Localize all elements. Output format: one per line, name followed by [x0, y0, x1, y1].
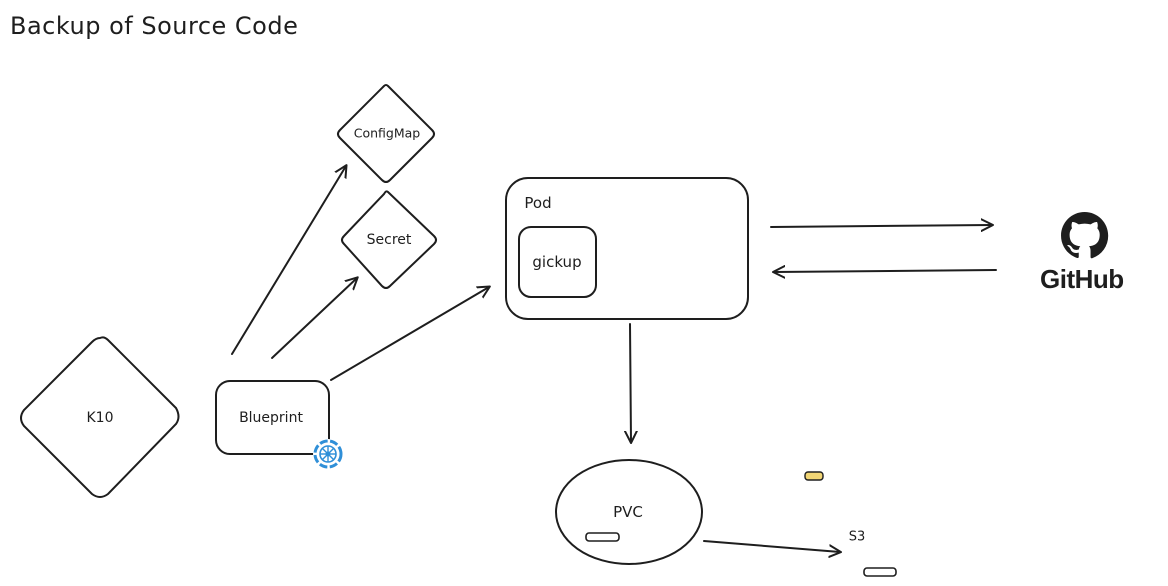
arrow-blueprint-to-pod: [330, 287, 489, 381]
secret-label: Secret: [366, 232, 412, 248]
page-title: Backup of Source Code: [10, 12, 299, 40]
pvc-label: PVC: [613, 503, 643, 521]
s3-chip: [863, 567, 897, 577]
pvc-chip: [585, 532, 620, 542]
gickup-node: [518, 226, 597, 298]
arrow-blueprint-to-secret: [271, 278, 357, 359]
blueprint-label: Blueprint: [239, 410, 303, 426]
configmap-node: [337, 84, 435, 183]
blueprint-node: [215, 380, 330, 455]
secret-node: [341, 190, 437, 289]
arrow-pod-to-github: [770, 225, 992, 227]
gickup-label: gickup: [532, 253, 582, 271]
github-wordmark: GitHub: [1040, 264, 1124, 294]
github-octocat-icon: [1061, 212, 1109, 259]
k10-label: K10: [86, 410, 114, 426]
arrow-github-to-pod: [774, 270, 997, 272]
arrow-pvc-to-s3: [703, 540, 840, 552]
arrow-blueprint-to-configmap: [231, 166, 346, 355]
pvc-node: [555, 459, 703, 565]
yellow-chip: [804, 471, 824, 481]
s3-label: S3: [848, 529, 866, 545]
k10-node: [20, 336, 180, 498]
arrow-pod-to-pvc: [630, 323, 631, 442]
helm-wheel-icon: [313, 439, 343, 469]
pod-label: Pod: [524, 194, 552, 212]
configmap-label: ConfigMap: [353, 125, 421, 141]
pod-node: [505, 177, 749, 320]
